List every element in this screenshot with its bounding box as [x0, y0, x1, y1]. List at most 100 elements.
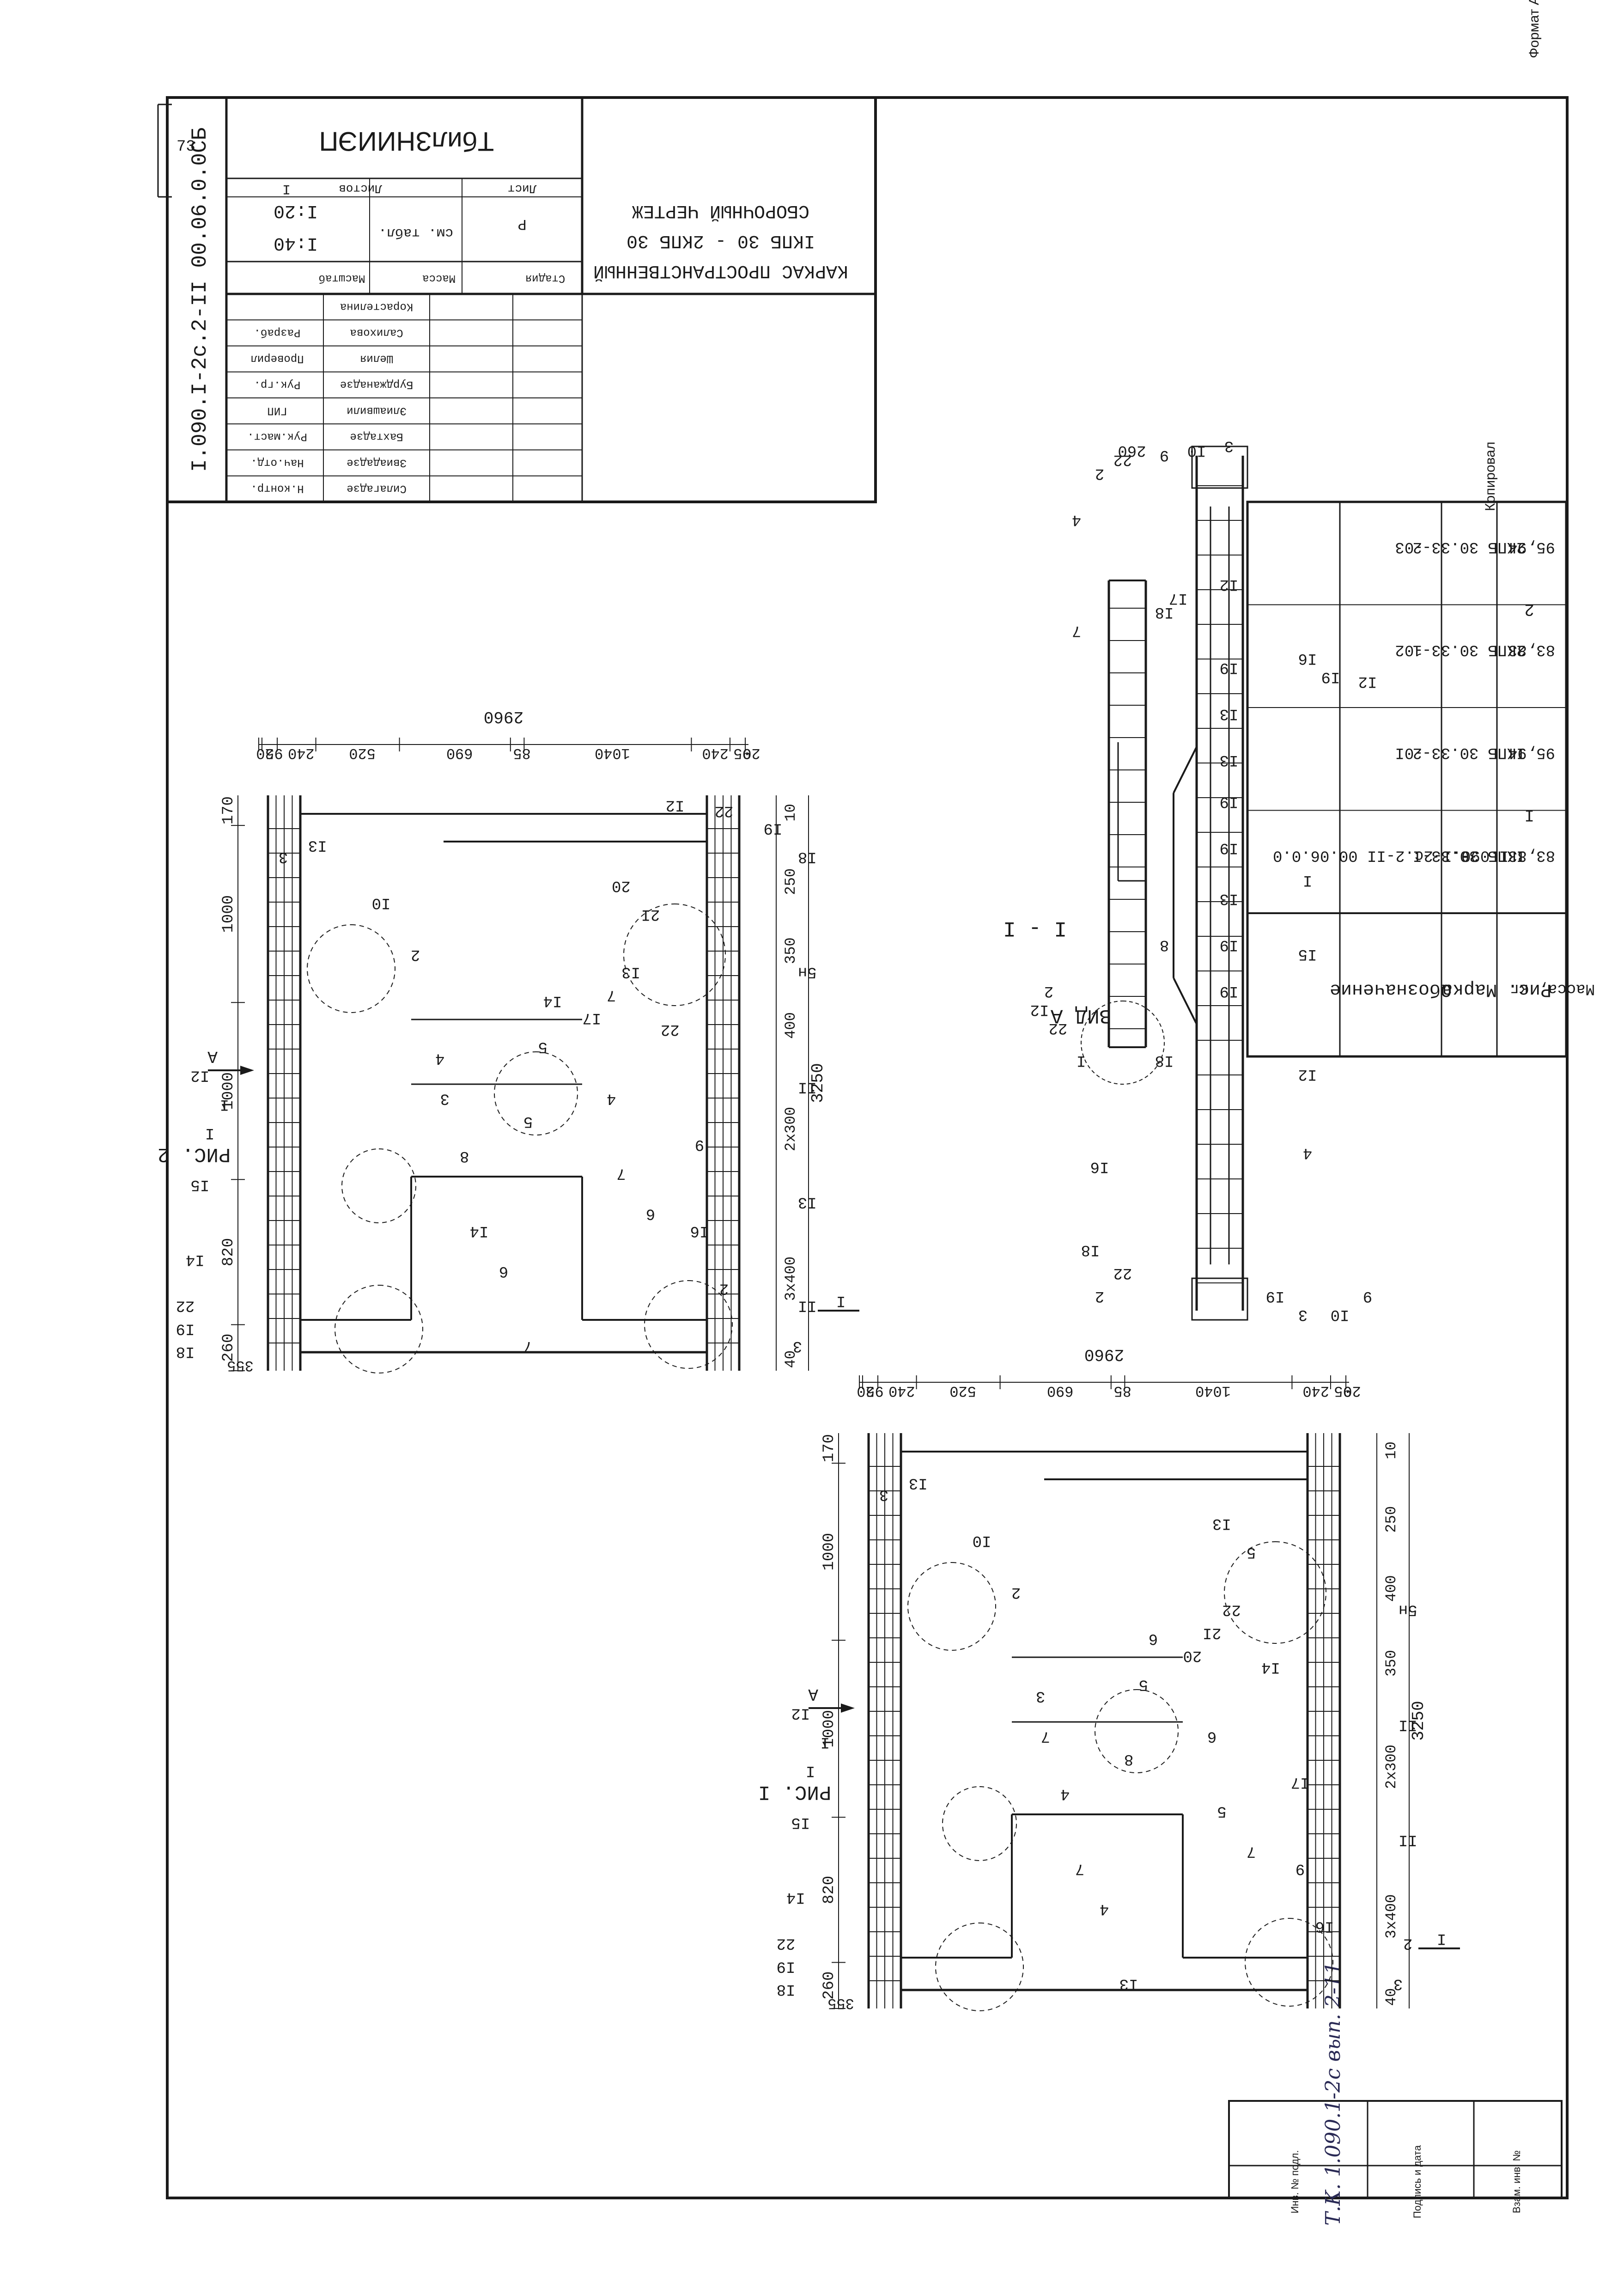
position-label: 6: [1207, 1727, 1216, 1745]
position-label: I3: [1212, 1514, 1231, 1532]
position-label: 22: [661, 1020, 680, 1038]
dimension-value: 260: [220, 1334, 237, 1362]
view-arrow-head: [841, 1703, 855, 1713]
spec-header-designation: Обозначение: [1330, 979, 1452, 1000]
spec-row-fig: I: [1524, 806, 1534, 824]
position-label: I2: [791, 1704, 810, 1722]
title-line-2: IКПБ 30 - 2КПБ 30: [626, 230, 815, 251]
position-label: I5: [190, 1176, 209, 1193]
staff-name: Элиашвили: [347, 404, 407, 416]
section-label: 8: [1160, 936, 1169, 953]
position-label: I3: [909, 1474, 928, 1492]
cut-label: I: [1437, 1929, 1446, 1947]
position-label: 22: [1222, 1601, 1241, 1618]
dimension-value: 20: [256, 745, 274, 762]
detail-circle: [1245, 1918, 1333, 2007]
detail-circle: [1095, 1689, 1179, 1773]
figure-title: РИС. 2: [158, 1142, 231, 1166]
view-label: 2: [1095, 1287, 1104, 1305]
position-label: I: [205, 1124, 214, 1141]
view-arrow-label: А: [207, 1047, 218, 1066]
dimension-value: 3x400: [782, 1257, 799, 1301]
total-height: 3250: [809, 1063, 827, 1103]
position-label: 20: [1183, 1647, 1202, 1664]
position-label: 3: [440, 1089, 450, 1107]
detail-circle: [942, 1786, 1017, 1861]
scale-value-1: I:40: [274, 232, 318, 253]
position-label: I4: [543, 992, 562, 1009]
section-label: I2: [1030, 1001, 1049, 1018]
position-label: I4: [186, 1251, 205, 1268]
detail-circle: [623, 903, 726, 1006]
view-title: ВИД А: [1050, 1004, 1112, 1027]
position-label: 4: [1100, 1900, 1109, 1917]
spec-header-fig: Рис.: [1507, 979, 1551, 1000]
section-label: 22: [1049, 1019, 1068, 1037]
detail-circle: [494, 1051, 578, 1135]
spec-row-fig: 2: [1524, 600, 1534, 619]
position-label: I4: [1261, 1658, 1280, 1676]
detail-circle: [341, 1148, 416, 1223]
dimension-value: 95: [733, 745, 751, 762]
detail-circle: [935, 1923, 1024, 2011]
dimension-value: 690: [1047, 1382, 1074, 1399]
dimension-value: 250: [782, 868, 799, 895]
dimension-value: 690: [446, 745, 473, 762]
spec-row-mark: IКПБ 30.33-2: [1413, 744, 1526, 761]
position-label: 3: [279, 848, 288, 866]
position-label: I2: [666, 796, 685, 813]
stamp-signature-date: Подпись и дата: [1411, 2145, 1423, 2218]
dimension-value: 10: [782, 804, 799, 821]
spec-row-mass: 95,94: [1508, 538, 1555, 555]
position-label: I7: [1291, 1773, 1310, 1791]
mass-header: Масса: [422, 272, 456, 284]
position-label: 5: [538, 1038, 547, 1055]
position-label: 5: [1217, 1802, 1226, 1819]
position-label: I9: [176, 1319, 195, 1337]
view-end-block: [1191, 1277, 1248, 1321]
position-label: I9: [777, 1957, 796, 1975]
view-label: I9: [1321, 668, 1340, 685]
position-label: I3: [308, 836, 327, 854]
position-label: 3: [1393, 1975, 1403, 1992]
position-label: I4: [786, 1888, 805, 1906]
position-label: 5н: [1399, 1601, 1417, 1618]
staff-name: Звиададзе: [347, 456, 407, 469]
figure-title: РИС. I: [758, 1780, 831, 1803]
dimension-value: 20: [857, 1382, 874, 1399]
dimension-value: 1040: [595, 745, 630, 762]
detail-circle: [1224, 1541, 1326, 1644]
dimension-value: 400: [782, 1012, 799, 1039]
view-label: I2: [1298, 1065, 1317, 1083]
view-arrow-head: [240, 1066, 254, 1075]
dimension-value: 20: [742, 745, 760, 762]
position-label: I: [821, 1733, 830, 1751]
position-label: 7: [607, 986, 616, 1003]
position-label: I3: [621, 963, 640, 981]
position-label: I0: [973, 1532, 991, 1549]
spec-row-designation: -03: [1395, 538, 1423, 555]
dimension-value: 40: [782, 1350, 799, 1368]
dimension-value: 1000: [821, 1710, 838, 1748]
section-label: 2: [1044, 982, 1053, 1000]
dimension-value: 2x300: [782, 1107, 799, 1151]
position-label: 7: [616, 1164, 626, 1182]
position-label: 6: [646, 1204, 655, 1222]
album-handwriting: Т.К. 1.090.1-2с вып. 2-11: [1321, 1962, 1345, 2226]
stamp-replaced-inv: Взам. инв. №: [1511, 2150, 1522, 2213]
dimension-value: 2x300: [1383, 1745, 1400, 1789]
position-label: I8: [176, 1343, 195, 1360]
dimension-value: 820: [821, 1876, 838, 1904]
spec-row-mark: 2КПБ 30.33-1: [1413, 641, 1526, 659]
position-label: II: [798, 1297, 817, 1314]
view-label: 3: [1298, 1306, 1308, 1323]
line: [1173, 977, 1198, 1025]
title-frame: [166, 96, 877, 503]
position-label: 8: [460, 1147, 469, 1165]
view-label: I0: [1331, 1306, 1350, 1323]
position-label: 2I: [641, 905, 660, 923]
